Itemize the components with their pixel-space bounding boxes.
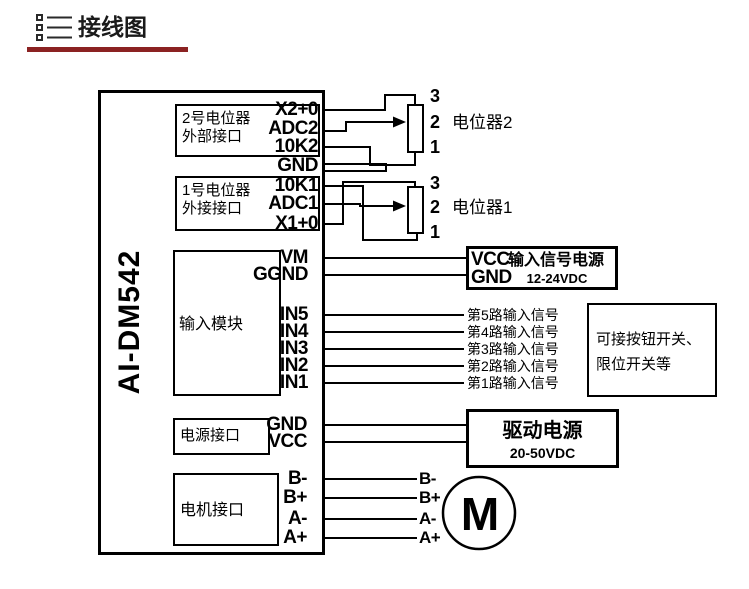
pin-power-vcc: VCC [268, 431, 307, 452]
pot1-interface-label-line2: 外接接口 [182, 200, 243, 217]
pot2-terminal-2: 2 [430, 112, 441, 132]
pot1-terminal-3: 3 [430, 173, 441, 193]
motor-wire-b-minus: B- [419, 469, 436, 488]
pot2-label: 电位器2 [452, 113, 513, 132]
list-icon [36, 14, 72, 41]
pot2-interface-label-line1: 2号电位器 [182, 110, 251, 127]
pot2-interface-box [175, 104, 320, 157]
input-signal-2: 第2路输入信号 [467, 358, 559, 374]
pot2-terminal-1: 1 [430, 137, 441, 157]
signal-power-gnd: GND [471, 267, 512, 288]
signal-power-voltage: 12-24VDC [526, 271, 588, 286]
drive-power-box [466, 409, 619, 468]
wire-x2plus0 [322, 94, 416, 111]
motor-circle [441, 475, 517, 551]
pin-ggnd: GGND [253, 264, 309, 285]
pin-10k2: 10K2 [274, 136, 319, 157]
motor-wire-a-plus: A+ [419, 528, 441, 547]
pin-in2: IN2 [279, 355, 309, 376]
input-module-box [173, 250, 281, 396]
pin-b-minus: B- [287, 468, 308, 489]
drive-power-voltage: 20-50VDC [509, 445, 576, 461]
pot1-terminal-1: 1 [430, 222, 441, 242]
pin-in1: IN1 [279, 372, 309, 393]
signal-power-title: 输入信号电源 [508, 252, 605, 269]
pot1-label: 电位器1 [452, 198, 513, 217]
motor-interface-box [173, 473, 279, 546]
wire-x1plus0 [322, 181, 416, 225]
pin-adc2: ADC2 [268, 118, 318, 139]
pin-power-gnd: GND [266, 414, 307, 435]
title-underline [27, 47, 188, 52]
input-signal-5: 第5路输入信号 [467, 307, 559, 323]
pin-x2plus0: X2+0 [275, 99, 318, 120]
pin-in5: IN5 [279, 304, 309, 325]
pin-b-plus: B+ [283, 487, 307, 508]
input-signal-4: 第4路输入信号 [467, 324, 559, 340]
driver-model-label: AI-DM542 [113, 249, 146, 395]
power-interface-box [173, 418, 270, 455]
motor-wire-b-plus: B+ [419, 488, 441, 507]
potentiometer-2-symbol [407, 104, 424, 153]
signal-power-vcc: VCC [471, 249, 510, 270]
wire-adc1 [322, 203, 394, 207]
pin-in4: IN4 [279, 321, 309, 342]
pot2-terminal-3: 3 [430, 86, 441, 106]
motor-wire-a-minus: A- [419, 509, 436, 528]
input-signal-1: 第1路输入信号 [467, 375, 559, 391]
wire-10k2 [322, 146, 416, 166]
power-interface-label: 电源接口 [180, 427, 241, 444]
pin-a-plus: A+ [283, 527, 307, 548]
pot1-terminal-2: 2 [430, 197, 441, 217]
motor-interface-label: 电机接口 [180, 502, 245, 519]
switch-note-box [587, 303, 717, 397]
potentiometer-1-symbol [407, 186, 424, 234]
pin-adc1: ADC1 [268, 193, 318, 214]
pin-in3: IN3 [279, 338, 309, 359]
input-signal-3: 第3路输入信号 [467, 341, 559, 357]
pot1-interface-label-line1: 1号电位器 [182, 182, 251, 199]
wire-adc2 [322, 121, 394, 132]
pot2-interface-label-line2: 外部接口 [182, 128, 243, 145]
driver-main-box [98, 90, 325, 555]
drive-power-title: 驱动电源 [502, 420, 583, 442]
pin-x1plus0: X1+0 [275, 213, 318, 234]
wire-10k1 [322, 185, 418, 241]
pot1-interface-box [175, 176, 320, 231]
pin-gnd: GND [277, 155, 318, 176]
wire-gnd [322, 163, 387, 172]
wiper-arrow-pot2 [393, 116, 406, 128]
pin-a-minus: A- [287, 508, 308, 529]
signal-power-box [466, 246, 618, 290]
wiper-arrow-pot1 [393, 200, 406, 212]
pin-vm: VM [280, 247, 309, 268]
motor-symbol-label: M [460, 488, 500, 540]
input-module-label: 输入模块 [179, 316, 244, 333]
pin-10k1: 10K1 [274, 175, 319, 196]
switch-note-line1: 可接按钮开关、 [596, 331, 702, 348]
page-title: 接线图 [78, 14, 147, 40]
switch-note-line2: 限位开关等 [596, 356, 672, 373]
